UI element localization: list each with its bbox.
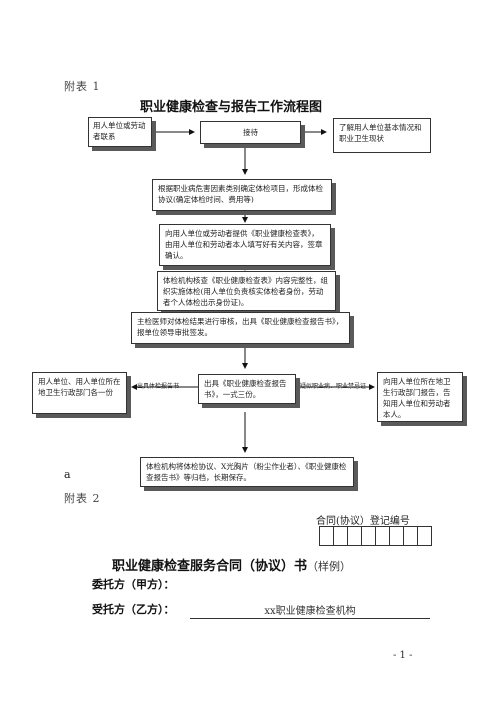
reg-cell[interactable]	[333, 526, 348, 546]
verify-box: 体检机构核查《职业健康检查表》内容完整性，组织实施体检(用人单位负责核实体检者身…	[157, 271, 336, 311]
contract-title-suffix: （样例）	[307, 560, 352, 573]
client-label: 委托方（甲方）：	[92, 578, 175, 591]
contract-title: 职业健康检查服务合同（协议）书（样例）	[112, 555, 351, 574]
reception-box: 接待	[200, 121, 301, 144]
form-box: 向用人单位或劳动者提供《职业健康检查表》，由用人单位和劳动者本人填写好有关内容，…	[159, 224, 331, 266]
reg-cell[interactable]	[389, 526, 404, 546]
contractor-label: 受托方（乙方）：	[92, 603, 175, 616]
contact-box: 用人单位或劳动者联系	[88, 117, 152, 147]
flowchart-title: 职业健康检查与报告工作流程图	[140, 100, 323, 115]
page-number: - 1 -	[393, 650, 413, 661]
reg-cell[interactable]	[417, 526, 432, 546]
left-party-box: 用人单位、用人单位所在地卫生行政部门各一份	[32, 372, 127, 414]
appendix-2-label: 附表 2	[64, 492, 101, 505]
understand-box: 了解用人单位基本情况和职业卫生现状	[333, 118, 431, 153]
issue-report-box: 出具《职业健康检查报告书》，一式三份。	[198, 374, 296, 404]
agreement-box: 根据职业病危害因素类别确定体检项目，形成体检协议(确定体检时间、费用等)	[152, 179, 332, 211]
review-box: 主检医师对体检结果进行审核，出具《职业健康检查报告书》，报单位领导审批签发。	[131, 312, 350, 344]
registration-label: 合同(协议）登记编号	[316, 516, 410, 527]
reg-cell[interactable]	[319, 526, 334, 546]
reg-cell[interactable]	[403, 526, 418, 546]
archive-box: 体检机构将体检协议、X光胸片（粉尘作业者）、《职业健康检查报告书》等归档，长期保…	[140, 457, 354, 487]
reg-cell[interactable]	[361, 526, 376, 546]
right-party-box: 向用人单位所在地卫生行政部门报告，告知用人单位和劳动者本人。	[377, 372, 463, 422]
contract-title-main: 职业健康检查服务合同（协议）书	[112, 559, 308, 574]
reg-cell[interactable]	[375, 526, 390, 546]
contractor-value: xx职业健康检查机构	[190, 602, 430, 619]
right-arrow-label: 疑似职业病、职业禁忌证	[300, 383, 367, 390]
reg-cell[interactable]	[347, 526, 362, 546]
registration-number-grid[interactable]	[319, 526, 432, 546]
appendix-1-label: 附表 1	[64, 80, 101, 93]
left-arrow-label: 出具体检报告书	[137, 383, 180, 390]
stray-mark: a	[64, 468, 71, 481]
